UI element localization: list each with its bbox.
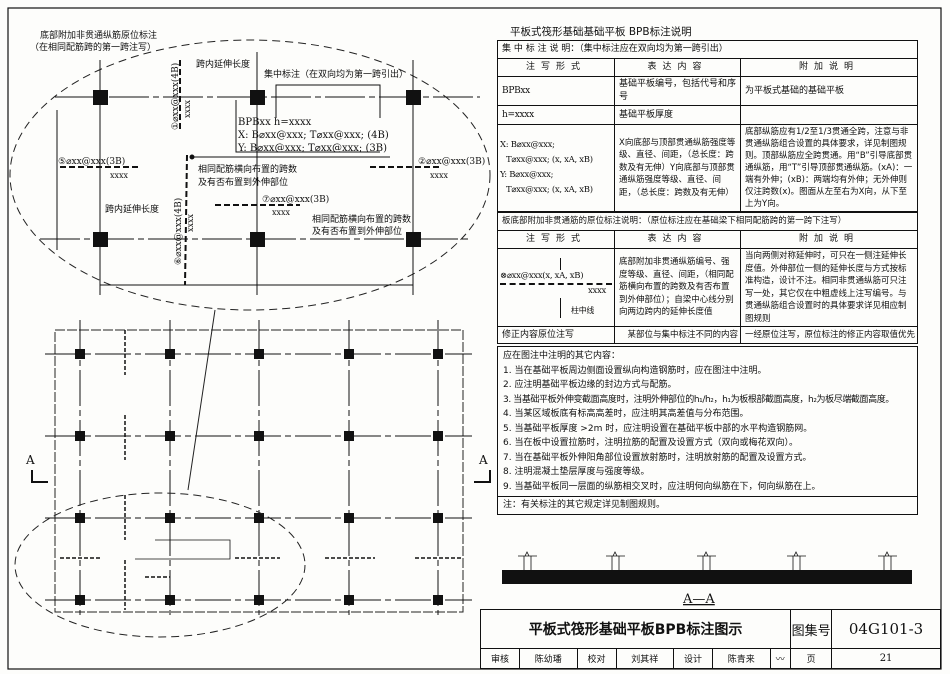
label-same-spans-b: 相同配筋横向布置的跨数 bbox=[312, 213, 411, 225]
annotation-explanation: 平板式筏形基础基础平板 BPB标注说明 集 中 标 注 说 明：（集中标注应在双… bbox=[497, 24, 918, 515]
central-line-3: Y: B⌀xx@xxx; T⌀xx@xxx; (3B) bbox=[237, 143, 387, 154]
note-item: 1. 当在基础平板周边侧面设置纵向构造钢筋时，应在图注中注明。 bbox=[503, 365, 767, 376]
table-title: 平板式筏形基础基础平板 BPB标注说明 bbox=[510, 26, 692, 38]
check-label: 校对 bbox=[576, 648, 617, 669]
centralized-heading: 集 中 标 注 说 明：（集中标注应在双向均为第一跨引出） bbox=[497, 40, 918, 59]
rebar-1-label: ①⌀xx@xxx(4B) bbox=[170, 63, 181, 130]
label-central-annotation: 集中标注（在双向均为第一跨引出） bbox=[264, 68, 408, 80]
fix-note: 一经原位注写，原位标注的修正内容取值优先 bbox=[740, 326, 918, 344]
note-item: 2. 应注明基础平板边缘的封边方式与配筋。 bbox=[503, 380, 677, 390]
note-item: 4. 当某区域板底有标高高差时，应注明其高差值与分布范围。 bbox=[503, 409, 749, 419]
section-columns bbox=[518, 551, 897, 570]
form-x-top: T⌀xx@xxx; (x, xA, xB) bbox=[506, 155, 593, 165]
designer-name: 陈青来 bbox=[712, 648, 771, 669]
label-same-spans: 相同配筋横向布置的跨数 bbox=[198, 163, 297, 175]
rebar-7-length: xxxx bbox=[272, 208, 291, 217]
form-h: h=xxxx bbox=[497, 105, 615, 125]
page-label: 页 bbox=[790, 648, 833, 669]
label-span-extension: 跨内延伸长度 bbox=[196, 58, 250, 70]
in-situ-heading: 板底部附加非贯通筋的原位标注说明：（原位标注应在基础梁下相同配筋跨的第一跨下注写… bbox=[497, 212, 918, 231]
section-arrow-right bbox=[474, 470, 491, 483]
atlas-number: 04G101-3 bbox=[831, 609, 941, 649]
label-same-spans-b2: 及有否布置到外伸部位 bbox=[312, 225, 402, 237]
detail-ellipse bbox=[9, 39, 491, 311]
rebar-6-label: ⑥⌀xx@xxx(4B) bbox=[173, 198, 184, 265]
section-arrow-left bbox=[31, 470, 48, 483]
label-same-spans-2: 及有否布置到外伸部位 bbox=[198, 176, 288, 188]
signature: 〰 bbox=[769, 648, 792, 669]
content-h: 基础平板厚度 bbox=[614, 105, 741, 125]
plan-detail-ellipse bbox=[14, 492, 306, 638]
note-bpb: 为平板式基础的基础平板 bbox=[740, 76, 918, 106]
note-item: 7. 当在基础平板外伸阳角部位设置放射筋时，注明放射筋的配置及设置方式。 bbox=[503, 452, 812, 463]
fix-form: 修正内容原位注写 bbox=[497, 326, 615, 344]
form-x-bottom: X: B⌀xx@xxx; bbox=[500, 140, 555, 150]
label-bottom-rebar-2: （在相同配筋跨的第一跨注写） bbox=[30, 41, 156, 53]
col-note-2: 附加说明 bbox=[740, 230, 918, 249]
section-label: A—A bbox=[682, 592, 715, 607]
rebar-5-length: xxxx bbox=[110, 171, 129, 180]
rebar-2-length: xxxx bbox=[430, 171, 449, 180]
content-xy: X向底部与顶部贯通纵筋强度等级、直径、间距，（总长度：跨数及有无伸）Y向底部与顶… bbox=[614, 124, 741, 212]
plan-grid bbox=[45, 320, 472, 615]
rebar-7-label: ⑦⌀xx@xxx(3B) bbox=[262, 194, 329, 205]
column-centerline-label: 柱中线 bbox=[560, 297, 612, 318]
note-item: 6. 当在板中设置拉筋时，注明拉筋的配置及设置方式（双向或梅花双向）。 bbox=[503, 438, 798, 448]
form-y-top: T⌀xx@xxx; (x, xA, xB) bbox=[506, 185, 593, 195]
title-block: 平板式筏形基础平板BPB标注图示 图集号 04G101-3 审核 陈幼璠 校对 … bbox=[479, 609, 941, 669]
rebar-5-label: ⑤⌀xx@xxx(3B) bbox=[58, 156, 125, 167]
note-item: 9. 当基础平板同一层面的纵筋相交叉时，应注明何向纵筋在下，何向纵筋在上。 bbox=[503, 481, 821, 492]
col-note: 附加说明 bbox=[740, 58, 918, 77]
note-xy: 底部纵筋应有1/2至1/3贯通全跨，注意与非贯通纵筋组合设置的具体要求，详见制图… bbox=[740, 124, 918, 212]
content-bpb: 基础平板编号，包括代号和序号 bbox=[614, 76, 741, 106]
page-number: 21 bbox=[831, 648, 941, 669]
centralized-table: 集 中 标 注 说 明：（集中标注应在双向均为第一跨引出） 注写形式 表达内容 … bbox=[497, 40, 918, 212]
col-form: 注写形式 bbox=[497, 58, 615, 77]
rebar-2-label: ②⌀xx@xxx(3B) bbox=[418, 156, 485, 167]
col-content: 表达内容 bbox=[614, 58, 741, 77]
design-label: 设计 bbox=[672, 648, 714, 669]
label-bottom-rebar: 底部附加非贯通纵筋原位标注 bbox=[40, 29, 157, 41]
in-situ-content: 底部附加非贯通纵筋编号、强度等级、直径、间距，（相同配筋横向布置的跨数及有否布置… bbox=[614, 248, 741, 327]
section-slab bbox=[502, 570, 912, 584]
note-item: 5. 当基础平板厚度 >2m 时，应注明设置在基础平板中部的水平构造钢筋网。 bbox=[503, 423, 813, 434]
central-line-2: X: B⌀xx@xxx; T⌀xx@xxx; (4B) bbox=[238, 130, 389, 141]
col-form-2: 注写形式 bbox=[497, 230, 615, 249]
rebar-1-length: xxxx bbox=[183, 99, 192, 118]
checker-name: 刘其祥 bbox=[615, 648, 675, 669]
footnote: 注：有关标注的其它规定详见制图规则。 bbox=[497, 497, 918, 515]
label-span-extension-2: 跨内延伸长度 bbox=[105, 203, 159, 215]
section-mark-left: A bbox=[25, 453, 35, 467]
col-content-2: 表达内容 bbox=[614, 230, 741, 249]
drawing-title: 平板式筏形基础平板BPB标注图示 bbox=[479, 609, 792, 649]
rebar-6-length: xxxx bbox=[186, 213, 195, 232]
in-situ-table: 板底部附加非贯通筋的原位标注说明：（原位标注应在基础梁下相同配筋跨的第一跨下注写… bbox=[497, 212, 918, 344]
note-item: 8. 注明混凝土垫层厚度与强度等级。 bbox=[503, 467, 650, 477]
note-item: 3. 当基础平板外伸变截面高度时，注明外伸部位的h₁/h₂，h₁为板根部截面高度… bbox=[503, 394, 894, 405]
reviewer-name: 陈幼璠 bbox=[519, 648, 578, 669]
section-mark-right: A bbox=[478, 453, 488, 467]
review-label: 审核 bbox=[479, 648, 521, 669]
in-situ-form: ⊗⌀xx@xxx(x, xA, xB) bbox=[500, 270, 612, 285]
notes-heading: 应在图注中注明的其它内容： bbox=[503, 351, 621, 361]
other-notes: 应在图注中注明的其它内容： 1. 当在基础平板周边侧面设置纵向构造钢筋时，应在图… bbox=[497, 346, 918, 497]
column-squares bbox=[93, 90, 421, 247]
in-situ-note: 当向两侧对称延伸时，可只在一侧注延伸长度值。外伸部位一侧的延伸长度与方式按标准构… bbox=[740, 248, 918, 327]
plan-columns bbox=[75, 349, 443, 605]
note-h bbox=[740, 105, 918, 125]
form-bpb: BPBxx bbox=[497, 76, 615, 106]
fix-content: 某部位与集中标注不同的内容 bbox=[614, 326, 741, 344]
atlas-label: 图集号 bbox=[790, 609, 833, 649]
form-y-bottom: Y: B⌀xx@xxx; bbox=[500, 170, 554, 180]
central-line-1: BPBxx h=xxxx bbox=[238, 117, 312, 128]
in-situ-length: xxxx bbox=[588, 285, 606, 296]
sheet-border bbox=[7, 7, 942, 670]
leader-line bbox=[187, 309, 216, 491]
